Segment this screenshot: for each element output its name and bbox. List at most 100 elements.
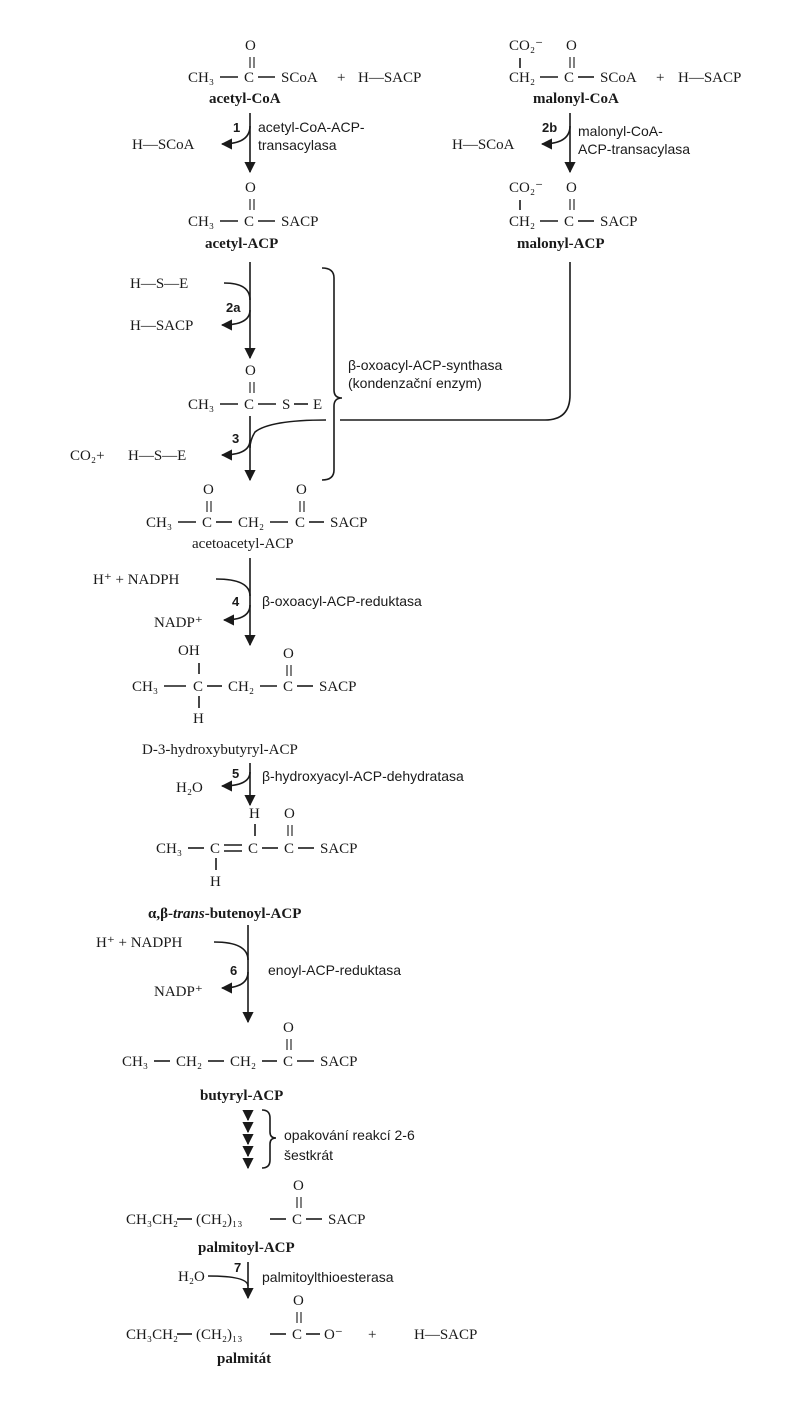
atom-sacp: SACP xyxy=(320,1054,358,1070)
step-number: 2b xyxy=(542,120,557,135)
atom-co2-minus: CO₂⁻ xyxy=(509,38,543,54)
repeat-label: opakování reakcí 2-6 xyxy=(284,1127,415,1143)
malonyl-acp-structure: CO₂⁻ O CH₂ C SACP xyxy=(509,180,638,230)
atom-ch3: CH₃ xyxy=(156,841,182,857)
atom-c: C xyxy=(292,1212,302,1228)
atom-ch3ch2: CH₃CH₂ xyxy=(126,1327,178,1343)
malonyl-acp-feed-line xyxy=(340,262,571,421)
atom-e: E xyxy=(313,397,322,413)
h-sacp: H—SACP xyxy=(414,1327,477,1343)
atom-sacp: SACP xyxy=(600,214,638,230)
enzyme-label: palmitoylthioesterasa xyxy=(262,1269,394,1285)
reactant-h2o: H₂O xyxy=(178,1269,205,1285)
synthase-brace xyxy=(321,267,343,481)
byproduct-h2o: H₂O xyxy=(176,780,203,796)
step-number: 6 xyxy=(230,963,237,978)
step-3: CO₂+ H—S—E 3 xyxy=(70,416,327,482)
butenoyl-acp-structure: H O CH₃ C C C SACP H xyxy=(156,806,358,890)
repeat-cycle: opakování reakcí 2-6 šestkrát xyxy=(242,1109,415,1170)
cofactor-nadp: NADP⁺ xyxy=(154,615,203,631)
atom-o: O xyxy=(245,180,256,196)
atom-oh: OH xyxy=(178,643,200,659)
atom-c: C xyxy=(284,841,294,857)
enzyme-label: β-hydroxyacyl-ACP-dehydratasa xyxy=(262,768,464,784)
atom-ch2n: (CH₂)₁₃ xyxy=(196,1212,243,1228)
atom-o: O xyxy=(284,806,295,822)
atom-ch2: CH₂ xyxy=(509,70,535,86)
h-sacp: H—SACP xyxy=(678,70,741,86)
compound-label-butenoyl-acp: α,β-trans-butenoyl-ACP xyxy=(148,906,301,922)
byproduct-h-scoa: H—SCoA xyxy=(132,137,195,153)
atom-c: C xyxy=(295,515,305,531)
step-number: 7 xyxy=(234,1260,241,1275)
cofactor-h-nadph: H⁺ + NADPH xyxy=(96,935,183,951)
butenoyl-suffix: -butenoyl-ACP xyxy=(205,906,302,922)
atom-scoa: SCoA xyxy=(600,70,637,86)
compound-label-acetoacetyl-acp: acetoacetyl-ACP xyxy=(192,536,294,552)
atom-c: C xyxy=(210,841,220,857)
h-s-e: H—S—E xyxy=(130,276,188,292)
atom-ch2: CH₂ xyxy=(228,679,254,695)
atom-ch2: CH₂ xyxy=(230,1054,256,1070)
step-number: 2a xyxy=(226,300,241,315)
palmitate-structure: O CH₃CH₂ (CH₂)₁₃ C O⁻ + H—SACP xyxy=(126,1293,477,1343)
atom-ch3: CH₃ xyxy=(132,679,158,695)
step-6: H⁺ + NADPH NADP⁺ 6 enoyl-ACP-reduktasa xyxy=(96,925,401,1024)
butenoyl-prefix: α,β- xyxy=(148,906,173,922)
atom-c: C xyxy=(193,679,203,695)
atom-o: O xyxy=(293,1293,304,1309)
atom-o: O xyxy=(245,363,256,379)
atom-c: C xyxy=(283,679,293,695)
atom-c: C xyxy=(292,1327,302,1343)
enzyme-label: transacylasa xyxy=(258,137,337,153)
atom-o: O xyxy=(283,1020,294,1036)
cofactor-nadp: NADP⁺ xyxy=(154,984,203,1000)
compound-label-butyryl-acp: butyryl-ACP xyxy=(200,1088,283,1104)
enzyme-label: ACP-transacylasa xyxy=(578,141,690,157)
atom-c: C xyxy=(244,397,254,413)
acetyl-acp-structure: O CH₃ C SACP xyxy=(188,180,319,230)
byproduct-h-scoa: H—SCoA xyxy=(452,137,515,153)
atom-c: C xyxy=(248,841,258,857)
atom-h: H xyxy=(249,806,260,822)
acetoacetyl-acp-structure: O O CH₃ C CH₂ C SACP xyxy=(146,482,368,531)
enzyme-label: malonyl-CoA- xyxy=(578,123,663,139)
compound-label-malonyl-coa: malonyl-CoA xyxy=(533,91,619,107)
step-2b: H—SCoA 2b malonyl-CoA- ACP-transacylasa xyxy=(452,113,690,174)
atom-ch3: CH₃ xyxy=(122,1054,148,1070)
enzyme-label: acetyl-CoA-ACP- xyxy=(258,119,365,135)
enzyme-label: β-oxoacyl-ACP-reduktasa xyxy=(262,593,422,609)
atom-ch2: CH₂ xyxy=(509,214,535,230)
plus-sign: + xyxy=(368,1327,376,1343)
compound-label-palmitoyl-acp: palmitoyl-ACP xyxy=(198,1240,295,1256)
atom-c: C xyxy=(244,214,254,230)
atom-o: O xyxy=(293,1178,304,1194)
compound-label-palmitat: palmitát xyxy=(217,1351,271,1367)
plus-sign: + xyxy=(656,70,664,86)
h-sacp: H—SACP xyxy=(358,70,421,86)
atom-sacp: SACP xyxy=(281,214,319,230)
atom-scoa: SCoA xyxy=(281,70,318,86)
enzyme-label: enoyl-ACP-reduktasa xyxy=(268,962,401,978)
step-1: H—SCoA 1 acetyl-CoA-ACP- transacylasa xyxy=(132,113,365,174)
repeat-label: šestkrát xyxy=(284,1147,333,1163)
atom-ch2n: (CH₂)₁₃ xyxy=(196,1327,243,1343)
acetyl-coa-structure: O CH₃ C SCoA + H—SACP xyxy=(188,38,421,86)
atom-h: H xyxy=(210,874,221,890)
butyryl-acp-structure: O CH₃ CH₂ CH₂ C SACP xyxy=(122,1020,358,1070)
plus-sign: + xyxy=(337,70,345,86)
malonyl-coa-structure: CO₂⁻ O CH₂ C SCoA + H—SACP xyxy=(509,38,741,86)
acetyl-enzyme-structure: O CH₃ C S E xyxy=(188,363,322,413)
step-number: 3 xyxy=(232,431,239,446)
step-number: 4 xyxy=(232,594,240,609)
step-7: H₂O 7 palmitoylthioesterasa xyxy=(178,1260,394,1300)
atom-o-minus: O⁻ xyxy=(324,1327,343,1343)
atom-sacp: SACP xyxy=(328,1212,366,1228)
atom-ch3: CH₃ xyxy=(188,70,214,86)
atom-sacp: SACP xyxy=(330,515,368,531)
atom-sacp: SACP xyxy=(320,841,358,857)
atom-c: C xyxy=(202,515,212,531)
repeat-brace xyxy=(261,1109,277,1169)
enzyme-label: β-oxoacyl-ACP-synthasa xyxy=(348,357,503,373)
atom-o: O xyxy=(296,482,307,498)
